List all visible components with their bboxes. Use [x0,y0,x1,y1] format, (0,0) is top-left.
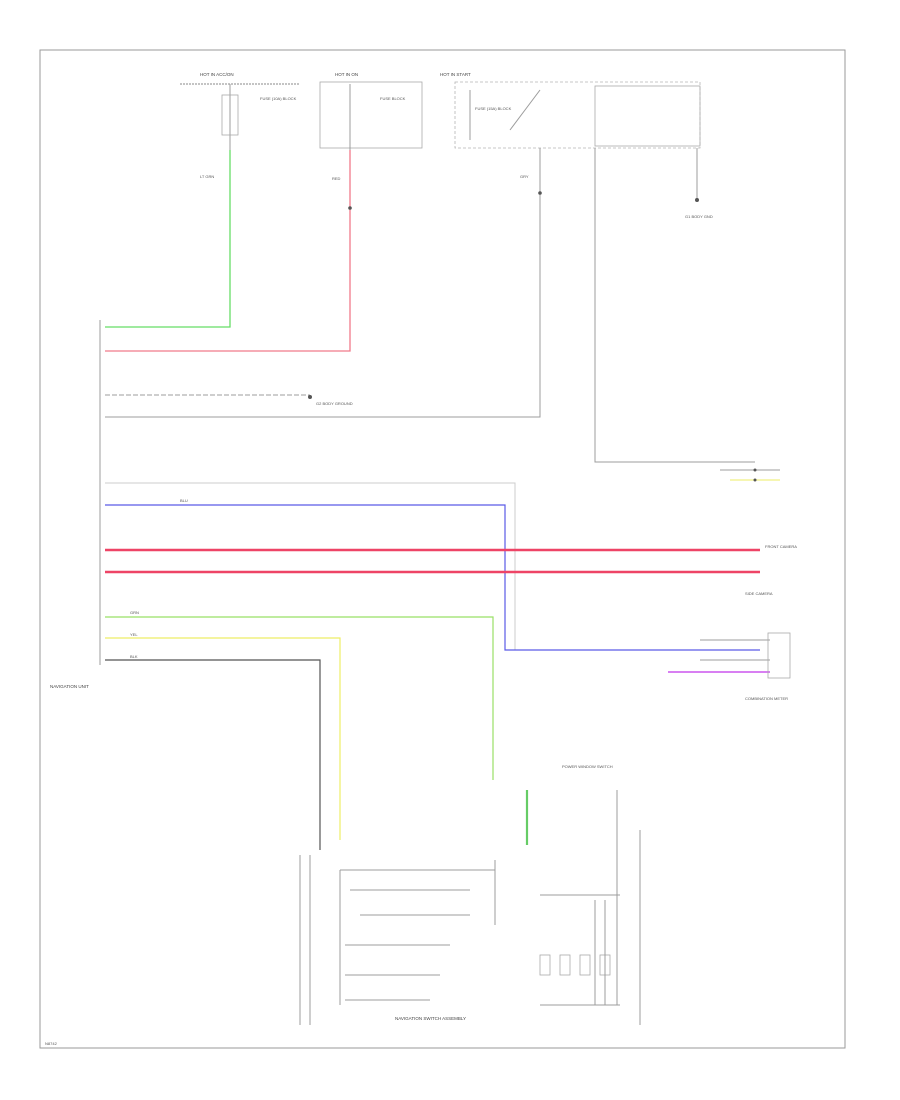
wire-label-red: RED [332,176,341,181]
fuse-right-title: HOT IN START [440,72,471,77]
wire-red-trunk [105,150,351,352]
wire-gry-start [105,148,541,418]
side-camera-label: SIDE CAMERA [745,591,773,596]
power-window-switch: POWER WINDOW SWITCH [525,764,641,1025]
combo-meter-label: COMBINATION METER [745,696,788,701]
wire-grn-switch [105,616,494,780]
bottom-tag: N8742 [45,1041,58,1046]
switch-assembly: NAVIGATION SWITCH ASSEMBLY [299,855,496,1025]
wire-label-lt-grn: LT GRN [200,174,214,179]
wire-yel-switch [105,637,341,840]
wire-blk-switch [105,659,321,850]
ground-right-label: G1 BODY GND [685,214,713,219]
diagram-frame [39,49,846,1049]
fuse-group-mid: HOT IN ON FUSE BLOCK [319,72,423,150]
ground-mid-label: G2 BODY GROUND [316,401,353,406]
fuse-block-right-label: FUSE (15A) BLOCK [475,106,512,111]
fuse-block-left-label: FUSE (10A) BLOCK [260,96,297,101]
wire-label-gry: GRY [520,174,529,179]
fuse-block-mid-label: FUSE BLOCK [380,96,406,101]
wire-label-grn: GRN [130,610,139,615]
fuse-mid-title: HOT IN ON [335,72,358,77]
front-camera-label: FRONT CAMERA [765,544,797,549]
wire-label-blu: BLU [180,498,188,503]
wire-label-yel: YEL [130,632,138,637]
switch-assembly-label: NAVIGATION SWITCH ASSEMBLY [395,1016,466,1021]
fuse-group-left: HOT IN ACC/ON FUSE (10A) BLOCK [180,72,300,150]
combo-module-upper [720,468,780,482]
combination-meter: COMBINATION METER [668,632,791,701]
wire-blu-combo [105,504,760,651]
fuse-group-right: HOT IN START FUSE (15A) BLOCK [440,72,701,149]
ground-symbol-right: G1 BODY GND [685,148,713,219]
power-switch-label: POWER WINDOW SWITCH [562,764,613,769]
fuse-left-title: HOT IN ACC/ON [200,72,234,77]
wire-label-blk: BLK [130,654,138,659]
nav-unit-label: NAVIGATION UNIT [50,684,89,689]
wire-lt-grn-trunk [105,150,231,328]
wire-gry-relay [594,148,755,463]
wire-gry-front [105,482,516,650]
